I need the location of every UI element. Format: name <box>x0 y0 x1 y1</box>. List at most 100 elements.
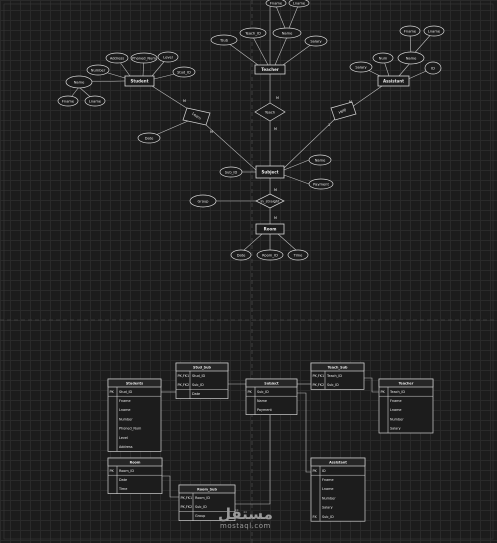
table-column-cell: Fname <box>119 399 131 403</box>
table-column-cell: Lname <box>322 487 334 491</box>
svg-text:Name: Name <box>315 158 326 162</box>
svg-text:Student: Student <box>131 79 149 84</box>
relationship-teach: Teach <box>254 102 286 122</box>
svg-text:Fname: Fname <box>270 1 283 5</box>
entity-assistant: Assistant <box>377 75 410 87</box>
table-column-cell: Group <box>195 514 205 518</box>
relationship-help: Help <box>330 101 357 121</box>
table-column-cell: Date <box>192 392 200 396</box>
relationship-learn: Learn <box>182 107 211 126</box>
table-column-cell: Number <box>322 496 336 500</box>
attr-teacher-teach-id: Teach_ID <box>239 27 267 39</box>
card-learn-subject: M <box>210 130 213 134</box>
attr-teacher-fname: Fname <box>265 0 287 8</box>
attr-teacher-name: Name <box>272 27 302 39</box>
attr-teacher-tsub: Tsub <box>210 34 238 46</box>
attr-student-name: Name <box>65 75 93 89</box>
card-in-subject: M <box>274 188 277 192</box>
svg-text:Group: Group <box>198 199 210 203</box>
table-column-cell: Stud_ID <box>192 374 205 378</box>
svg-text:Name: Name <box>282 31 293 35</box>
svg-text:Level: Level <box>163 55 173 59</box>
attr-student-level: Level <box>157 51 179 63</box>
attr-subject-payment: Payment <box>308 178 334 190</box>
table-column-cell: Fname <box>390 399 402 403</box>
svg-text:Lname: Lname <box>428 29 441 33</box>
attr-assistant-num: Num <box>372 52 394 64</box>
relationship-in-straight: In_straight <box>255 193 285 209</box>
table-column-cell: ID <box>322 469 326 473</box>
attr-room-room-id: Room_ID <box>256 249 284 261</box>
svg-text:Num: Num <box>379 56 388 60</box>
svg-text:Sub_ID: Sub_ID <box>225 170 238 174</box>
table-column-cell: Room_ID <box>119 469 134 473</box>
table-title: Room_Sub <box>197 487 217 491</box>
table-column-cell: Address <box>119 445 133 449</box>
svg-text:Stud_ID: Stud_ID <box>177 70 191 74</box>
attr-student-number: Number <box>86 64 110 76</box>
entity-student: Student <box>124 75 155 87</box>
svg-text:Date: Date <box>145 136 154 140</box>
table-column-cell: Sub_ID <box>322 515 334 519</box>
attr-student-stud-id: Stud_ID <box>172 66 196 78</box>
table-column-cell: Number <box>390 417 404 421</box>
table-title: Stud_Sub <box>193 365 211 369</box>
table-column-cell: Phoned_Num <box>119 427 142 431</box>
svg-text:Salary: Salary <box>310 39 322 43</box>
table-column-cell: Time <box>118 487 127 491</box>
svg-text:Teacher: Teacher <box>261 67 279 72</box>
table-title: Subject <box>264 381 279 385</box>
svg-text:Room_ID: Room_ID <box>262 253 278 257</box>
table-column-cell: Teach_ID <box>389 390 405 394</box>
svg-text:Lname: Lname <box>293 1 306 5</box>
table-column-cell: Sub_ID <box>327 383 339 387</box>
card-help-assistant: M <box>349 100 352 104</box>
table-title: Teacher <box>399 381 414 385</box>
table-key-cell: PK <box>313 469 318 473</box>
table-key-cell: PK,FK1 <box>181 496 193 500</box>
attr-in-straight-group: Group <box>189 194 217 208</box>
entity-subject: Subject <box>255 165 285 179</box>
attr-student-address: Address <box>105 52 129 64</box>
attr-assistant-id: ID <box>424 61 442 75</box>
svg-text:Lname: Lname <box>89 99 102 103</box>
table-title: Teach_Sub <box>328 365 348 369</box>
svg-text:Subject: Subject <box>262 169 279 174</box>
svg-text:Tsub: Tsub <box>219 38 229 42</box>
attr-student-phoned-num: Phoned_Num <box>130 52 158 64</box>
attr-assistant-salary: Salary <box>349 61 373 73</box>
relationship-teach-label: Teach <box>264 110 275 114</box>
attr-student-fname: Fname <box>57 95 79 107</box>
table-column-cell: Stud_ID <box>119 390 132 394</box>
attr-subject-sub-id: Sub_ID <box>219 166 243 178</box>
table-column-cell: Number <box>119 417 133 421</box>
attr-room-time: Time <box>287 249 309 261</box>
table-key-cell: PK <box>110 469 115 473</box>
svg-text:Time: Time <box>293 253 304 257</box>
table-key-cell: PK,FK1 <box>313 374 325 378</box>
attr-assistant-fname: Fname <box>399 25 421 37</box>
svg-text:Salary: Salary <box>355 65 367 69</box>
watermark-arabic: مستقل <box>218 505 273 523</box>
schema-connectors <box>161 377 379 505</box>
er-connectors <box>67 5 435 252</box>
svg-text:Name: Name <box>74 80 85 84</box>
table-key-cell: PK <box>381 390 386 394</box>
card-in-room: M <box>274 216 277 220</box>
entity-teacher: Teacher <box>254 64 286 75</box>
table-column-cell: Fname <box>322 478 334 482</box>
table-column-cell: Teach_ID <box>326 374 342 378</box>
entity-room: Room <box>255 223 285 235</box>
svg-text:Fname: Fname <box>404 29 417 33</box>
card-teach-subject: M <box>274 127 277 131</box>
svg-text:Assistant: Assistant <box>383 79 404 84</box>
table-column-cell: Sub_ID <box>257 390 269 394</box>
attr-room-date: Date <box>230 249 252 261</box>
